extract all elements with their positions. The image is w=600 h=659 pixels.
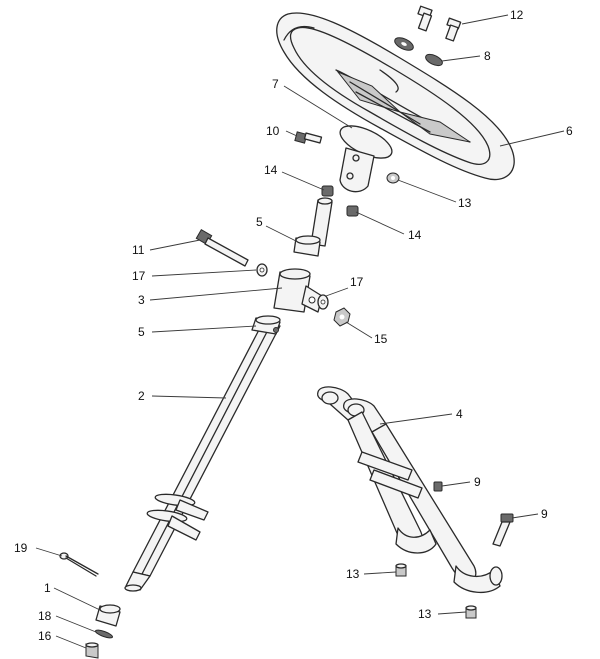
leader-16 [55,635,87,649]
leader-14a [281,171,325,191]
hub-adapter [339,125,393,193]
callout-19: 19 [14,541,28,555]
callout-8: 8 [484,49,491,63]
washer-18 [94,629,114,639]
leader-17b [325,287,349,297]
collar-5-lower [251,315,281,335]
callout-17-left: 17 [132,269,146,283]
collar-5-upper [293,235,321,257]
nut-14-right [346,205,359,217]
callout-6: 6 [566,124,573,138]
leader-11 [149,239,201,251]
callout-13-lower-left: 13 [346,567,360,581]
callout-5-lower: 5 [138,325,145,339]
callout-2: 2 [138,389,145,403]
leader-13c [437,611,467,615]
callout-15: 15 [374,332,388,346]
leader-9b [511,513,539,519]
bolt-9-upper [433,481,443,492]
callout-12: 12 [510,8,524,22]
callout-9-lower: 9 [541,507,548,521]
bolt-11 [195,228,249,267]
leader-19 [35,547,63,557]
washer-17-left [256,263,268,277]
leader-1 [53,587,101,611]
bushing-1 [95,604,121,627]
nut-14-left [321,185,334,197]
bolt-9-lower [492,513,514,547]
nut-13-lower-left [395,563,407,577]
callout-5-upper: 5 [256,215,263,229]
wheel-spokes [336,70,471,143]
callout-13-lower-right: 13 [418,607,432,621]
callout-16: 16 [38,629,52,643]
callout-1: 1 [44,581,51,595]
bolt-12-right [445,17,462,42]
leader-2 [151,395,227,399]
leader-18 [55,615,97,633]
bolt-10 [294,131,323,144]
shaft-mount-bracket [146,493,209,541]
callout-13-top: 13 [458,196,472,210]
leader-17a [151,269,257,277]
leader-15 [345,321,373,339]
callout-labels: 12 8 6 7 10 14 13 14 5 11 17 17 3 15 5 2… [14,8,573,643]
leader-6 [499,130,565,147]
leader-7 [283,85,353,129]
nut-13-top [386,172,400,184]
callout-9-upper: 9 [474,475,481,489]
leader-10 [285,130,298,137]
callout-3: 3 [138,293,145,307]
callout-4: 4 [456,407,463,421]
leader-lines [35,14,565,649]
callout-14-left: 14 [264,163,278,177]
leader-13a [397,179,457,203]
leader-9a [441,481,471,487]
callout-10: 10 [266,124,280,138]
leader-8 [441,55,481,62]
washer-17-right [317,294,329,310]
callout-18: 18 [38,609,52,623]
nut-15 [333,307,351,327]
leader-14b [355,211,405,235]
leader-13b [363,571,397,575]
leader-3 [149,287,283,301]
washer-8-right [425,53,443,67]
nut-16 [85,642,99,659]
nut-13-lower-right [465,605,477,619]
leader-5b [151,325,257,333]
leader-12 [461,14,509,25]
callout-7: 7 [272,77,279,91]
bushing-housing [273,268,323,313]
steering-wheel [276,12,515,181]
cotter-pin-19 [59,552,99,577]
callout-14-right: 14 [408,228,422,242]
leader-5a [265,225,299,243]
callout-11: 11 [132,243,145,257]
leader-4 [379,413,453,425]
column-support-frame [316,386,503,593]
bolt-12-left [417,5,433,32]
callout-17-right: 17 [350,275,364,289]
washer-8-left [394,37,414,51]
